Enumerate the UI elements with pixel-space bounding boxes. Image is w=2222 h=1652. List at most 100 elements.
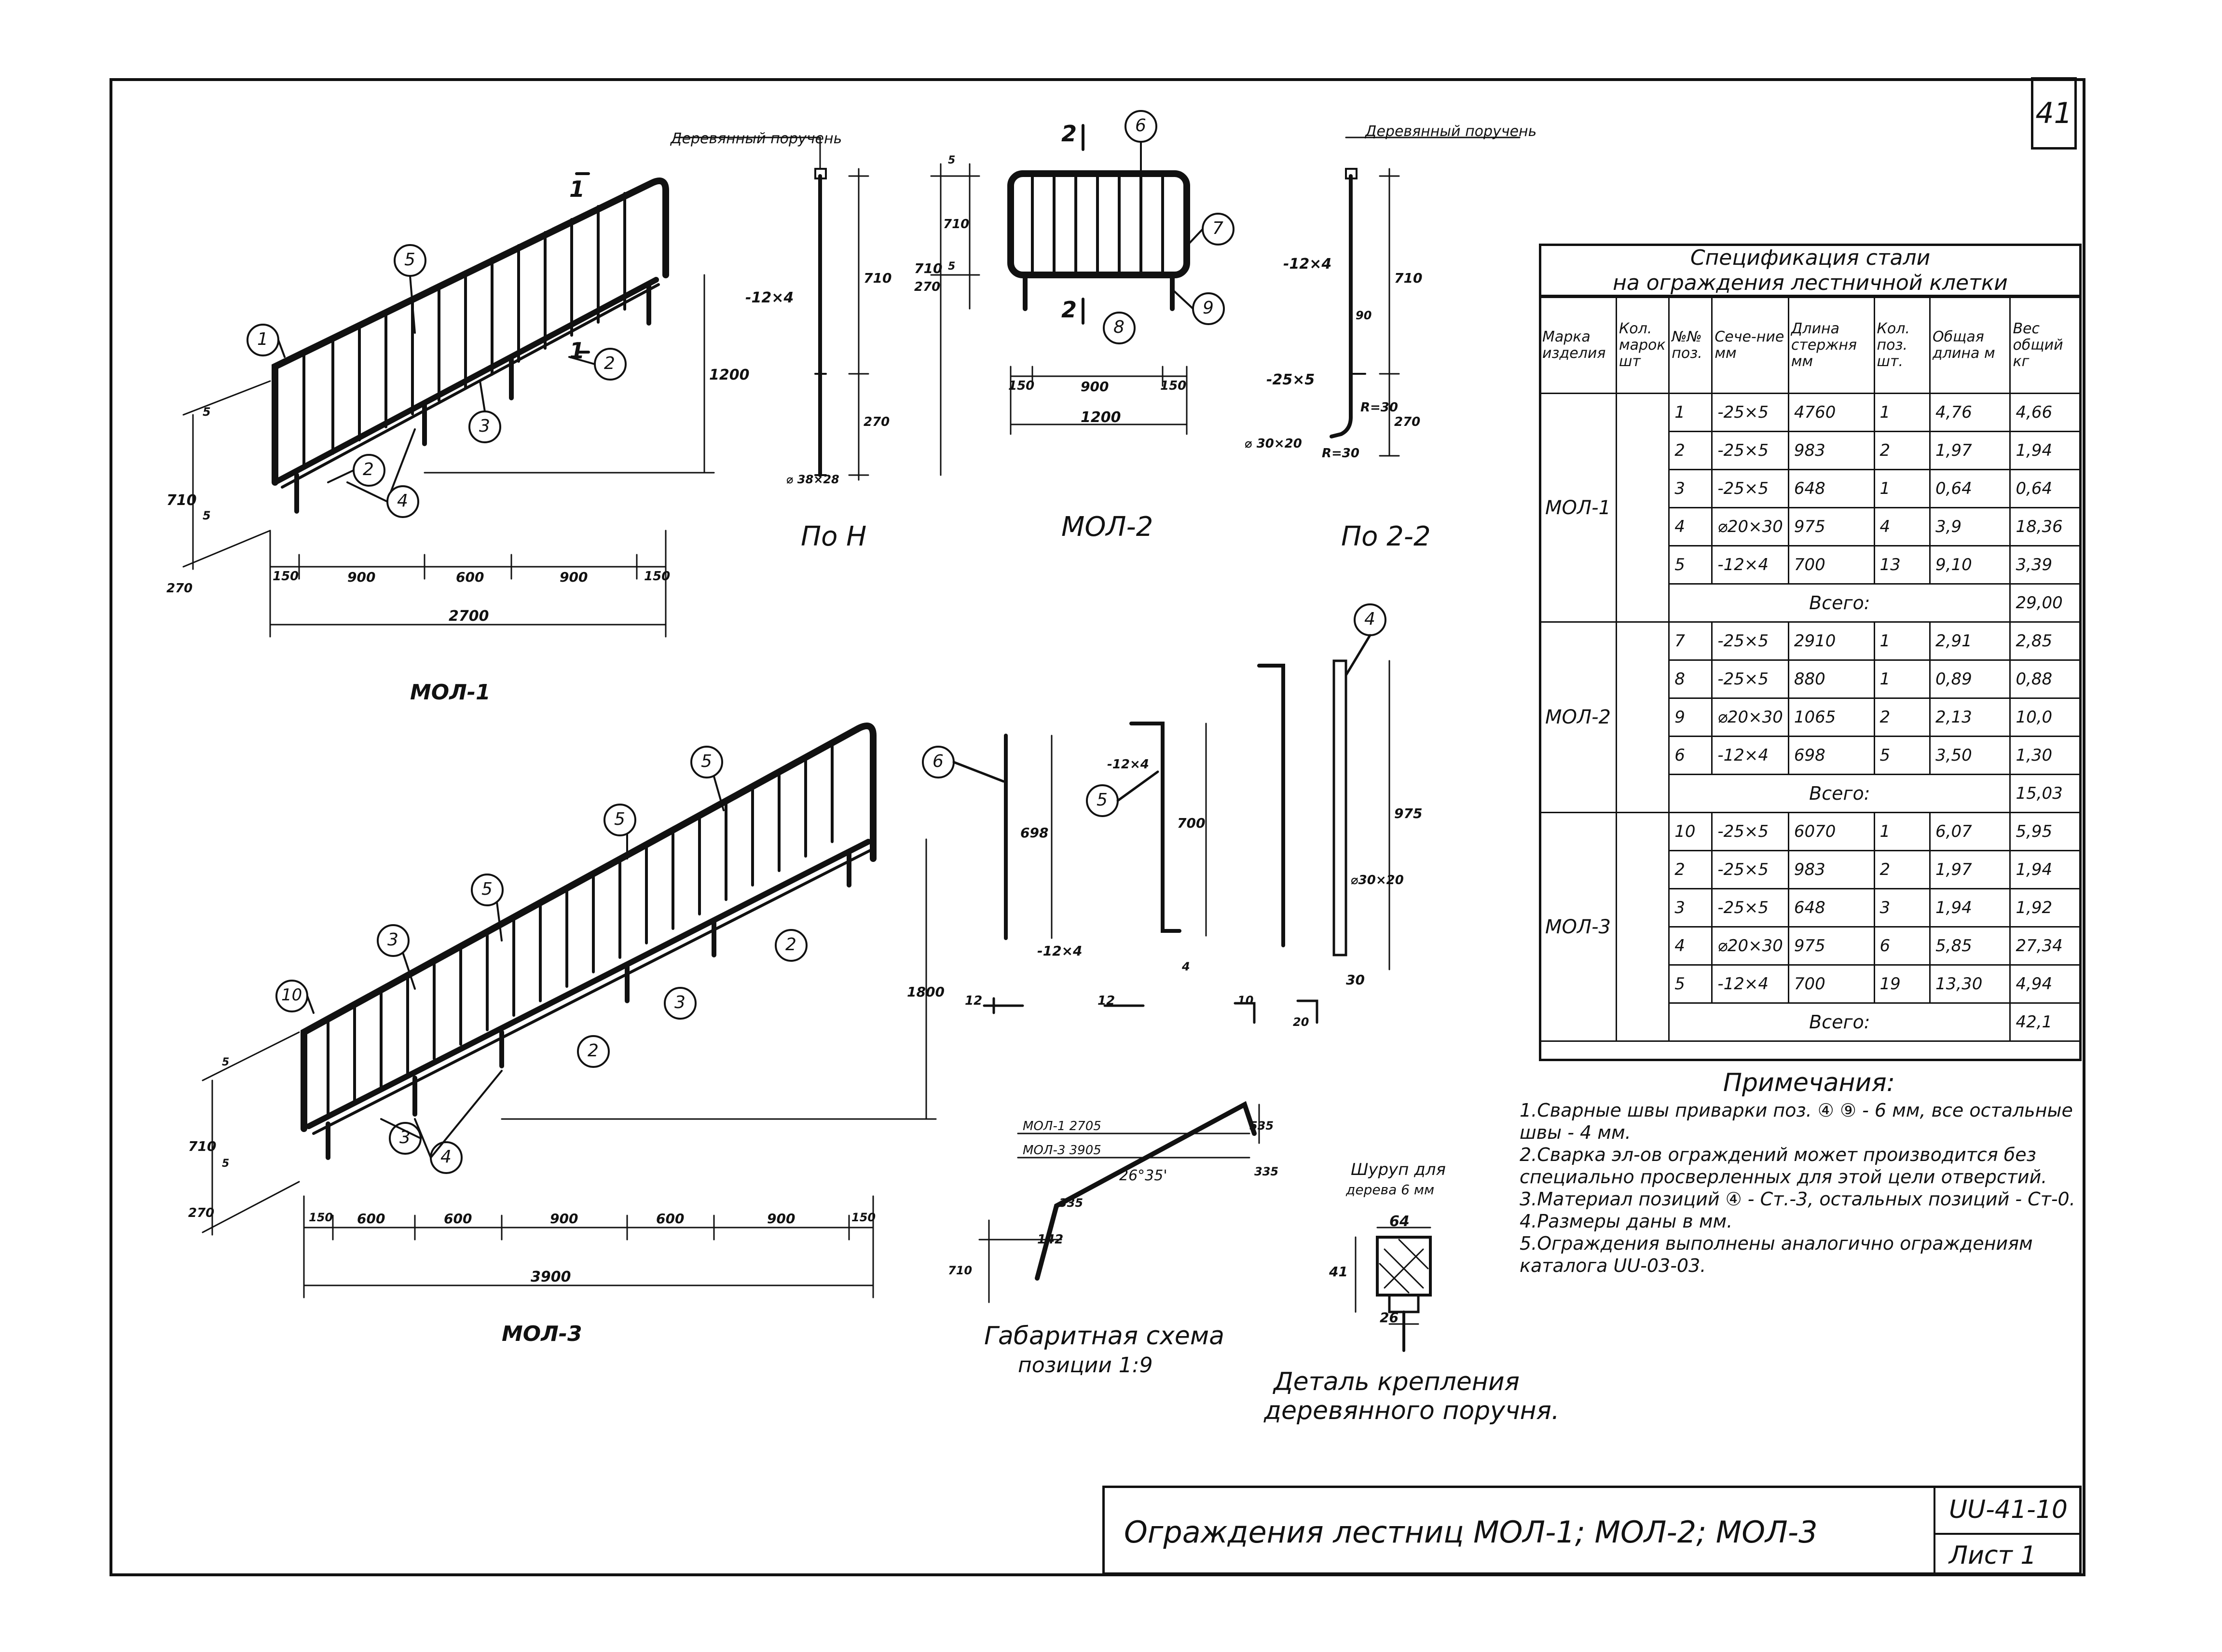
cell: 6070 xyxy=(1787,812,1875,851)
spec-mark: МОЛ-1 xyxy=(1539,393,1617,623)
dim-label: МОЛ-1 2705 xyxy=(1023,1119,1101,1133)
cell: -25×5 xyxy=(1711,812,1789,851)
cell: 1 xyxy=(1668,393,1713,432)
detail-title: Деталь крепления xyxy=(1274,1367,1520,1396)
cell: 13,30 xyxy=(1929,964,2011,1004)
dim-label: R=30 xyxy=(1322,446,1359,461)
callout: 9 xyxy=(1203,298,1214,318)
wooden-handrail-label: Деревянный поручень xyxy=(671,130,842,147)
spec-header: Общая длина м xyxy=(1929,297,2011,394)
po-2-2-section xyxy=(1330,137,1521,457)
callout: 3 xyxy=(479,416,490,436)
cell: 2 xyxy=(1873,697,1931,737)
title-block xyxy=(1102,1486,2082,1575)
cell: 9,10 xyxy=(1929,545,2011,585)
callout: 5 xyxy=(614,809,625,829)
cell: 1 xyxy=(1873,659,1931,699)
callout: 1 xyxy=(257,329,268,349)
spec-header: Длина стержня мм xyxy=(1787,297,1875,394)
dim-label: 90 xyxy=(1356,309,1372,322)
cell: 2,13 xyxy=(1929,697,2011,737)
callout: 6 xyxy=(1135,116,1146,136)
section-mark: 2 xyxy=(1061,297,1077,323)
spec-header: Кол. поз. шт. xyxy=(1873,297,1931,394)
cell: 1,92 xyxy=(2009,888,2082,928)
callout: 3 xyxy=(399,1128,411,1147)
cell: 3,39 xyxy=(2009,545,2082,585)
cell: 8 xyxy=(1668,659,1713,699)
drawing-title: Ограждения лестниц МОЛ-1; МОЛ-2; МОЛ-3 xyxy=(1124,1515,1818,1550)
cell: 9 xyxy=(1668,697,1713,737)
cell: 5 xyxy=(1668,964,1713,1004)
cell: 1,94 xyxy=(2009,850,2082,889)
table-row-total: Всего:42,1 xyxy=(1540,1002,2082,1042)
dim-label: 10 xyxy=(1237,994,1254,1007)
wooden-handrail-label-2: Деревянный поручень xyxy=(1365,123,1537,140)
spec-header: Марка изделия xyxy=(1539,297,1617,394)
note-item: 2.Сварка эл-ов ограждений может производ… xyxy=(1520,1144,2047,1188)
dim-label: 975 xyxy=(1394,806,1423,821)
spec-mark: МОЛ-3 xyxy=(1539,812,1617,1042)
cell: 698 xyxy=(1787,736,1875,775)
cell: 27,34 xyxy=(2009,926,2082,966)
cell: 1 xyxy=(1873,621,1931,661)
dim-label: 30 xyxy=(1346,972,1365,988)
cell: 4 xyxy=(1873,507,1931,546)
callout: 2 xyxy=(363,460,374,479)
total-label: Всего: xyxy=(1668,774,2011,813)
total-value: 15,03 xyxy=(2009,774,2082,813)
cell: -25×5 xyxy=(1711,621,1789,661)
callout: 5 xyxy=(404,250,415,270)
dim-label: 900 xyxy=(767,1211,796,1227)
dim-label: 698 xyxy=(1020,825,1049,841)
callout: 3 xyxy=(674,993,686,1012)
cell: 10 xyxy=(1668,812,1713,851)
dim-label: 142 xyxy=(1037,1232,1064,1247)
cell: 6 xyxy=(1668,736,1713,775)
dim-label: 270 xyxy=(188,1206,215,1220)
detail-subtitle: деревянного поручня. xyxy=(1264,1396,1560,1425)
cell: 0,89 xyxy=(1929,659,2011,699)
callout: 8 xyxy=(1113,317,1125,337)
po-2-2-label: По 2-2 xyxy=(1341,521,1431,552)
callout: 5 xyxy=(481,879,493,899)
dim-label: ⌀ 38×28 xyxy=(786,473,839,486)
gabarit-subtitle: позиции 1:9 xyxy=(1018,1353,1153,1378)
mol1-railing-drawing xyxy=(182,172,715,638)
dim-label: 600 xyxy=(357,1211,385,1227)
cell: 13 xyxy=(1873,545,1931,585)
spec-title: Спецификация стали на ограждения лестнич… xyxy=(1539,244,2082,297)
dim-label: 150 xyxy=(273,569,299,584)
dim-label: 5 xyxy=(948,154,956,166)
sheet-frame xyxy=(110,78,2085,1576)
dim-label: 5 xyxy=(203,405,211,419)
dim-label: 270 xyxy=(1394,415,1421,429)
dim-label: 710 xyxy=(948,1264,973,1277)
spec-header: №№ поз. xyxy=(1668,297,1713,394)
callout: 5 xyxy=(1097,790,1108,810)
cell: 1,94 xyxy=(2009,431,2082,470)
callout: 4 xyxy=(440,1147,452,1167)
cell: 648 xyxy=(1787,888,1875,928)
dim-label: 270 xyxy=(166,581,193,596)
dim-label: 710 xyxy=(1394,270,1423,286)
cell: 700 xyxy=(1787,964,1875,1004)
cell: 5 xyxy=(1873,736,1931,775)
table-row-total: Всего:15,03 xyxy=(1540,774,2082,813)
callout: 2 xyxy=(785,935,796,955)
dim-label: 1800 xyxy=(907,984,945,1000)
cell: -12×4 xyxy=(1711,736,1789,775)
spec-count xyxy=(1615,393,1670,623)
dim-label: -12×4 xyxy=(1283,256,1332,273)
note-item: 3.Материал позиций ④ - Ст.-3, остальных … xyxy=(1520,1188,2075,1210)
callout: 6 xyxy=(933,751,944,771)
gabarit-scheme-drawing xyxy=(978,1101,1260,1303)
cell: 2 xyxy=(1668,431,1713,470)
dim-label: 270 xyxy=(864,415,890,429)
